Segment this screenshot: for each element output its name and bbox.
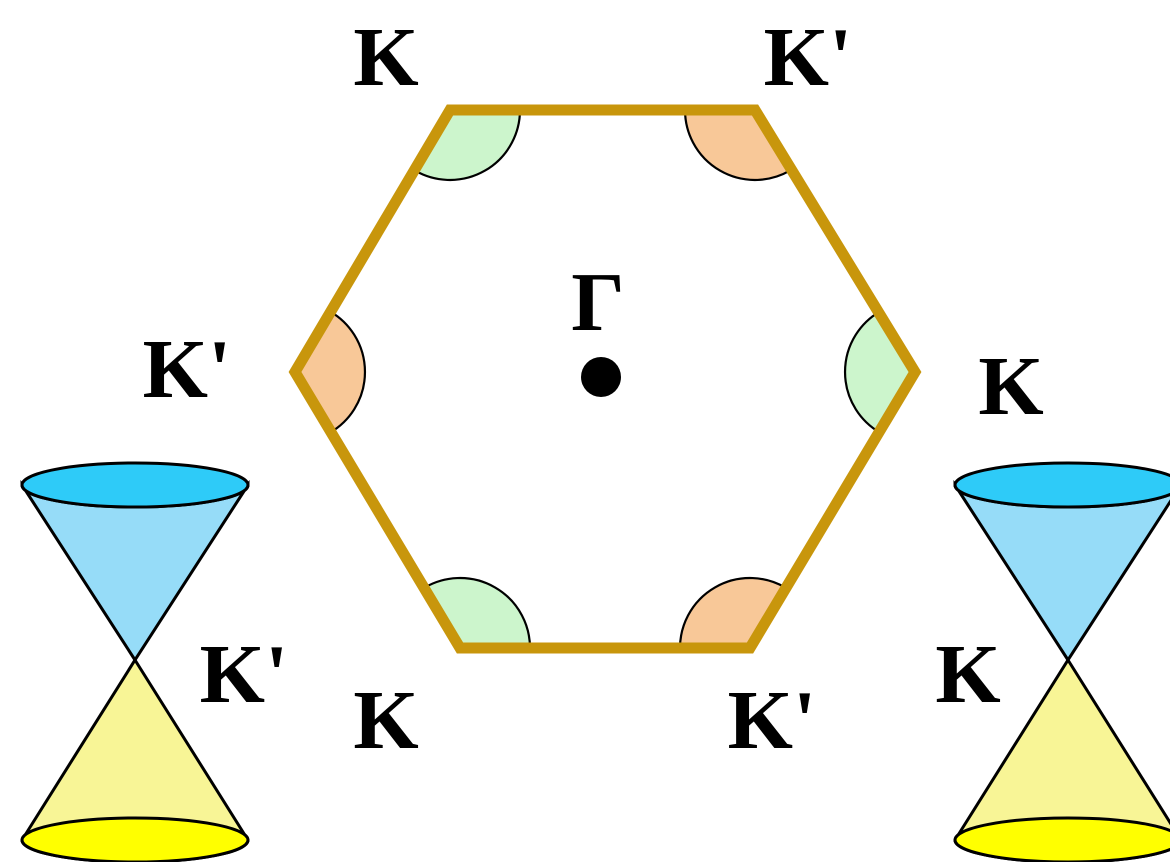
gamma-point (581, 357, 621, 397)
label-cone-left-kprime: K' (200, 628, 289, 721)
sector-kprime-left (293, 309, 367, 435)
label-cone-right-k: K (935, 628, 1000, 721)
lower-cone-left-base (20, 816, 250, 862)
label-kprime-top-right: K' (764, 11, 853, 104)
sector-k-right (843, 309, 917, 435)
label-kprime-left: K' (143, 323, 232, 416)
upper-cone-left-top (20, 461, 250, 509)
hexagon-brillouin-zone (288, 104, 922, 654)
upper-cone-right-top (953, 461, 1170, 509)
dirac-cone-left (20, 461, 250, 862)
dirac-cone-right (953, 461, 1170, 862)
label-gamma: Γ (571, 256, 624, 349)
label-k-top-left: K (353, 11, 418, 104)
lower-cone-right-base (953, 816, 1170, 862)
label-kprime-bottom-right: K' (728, 674, 817, 767)
label-k-bottom-left: K (353, 674, 418, 767)
label-k-right: K (978, 340, 1043, 433)
